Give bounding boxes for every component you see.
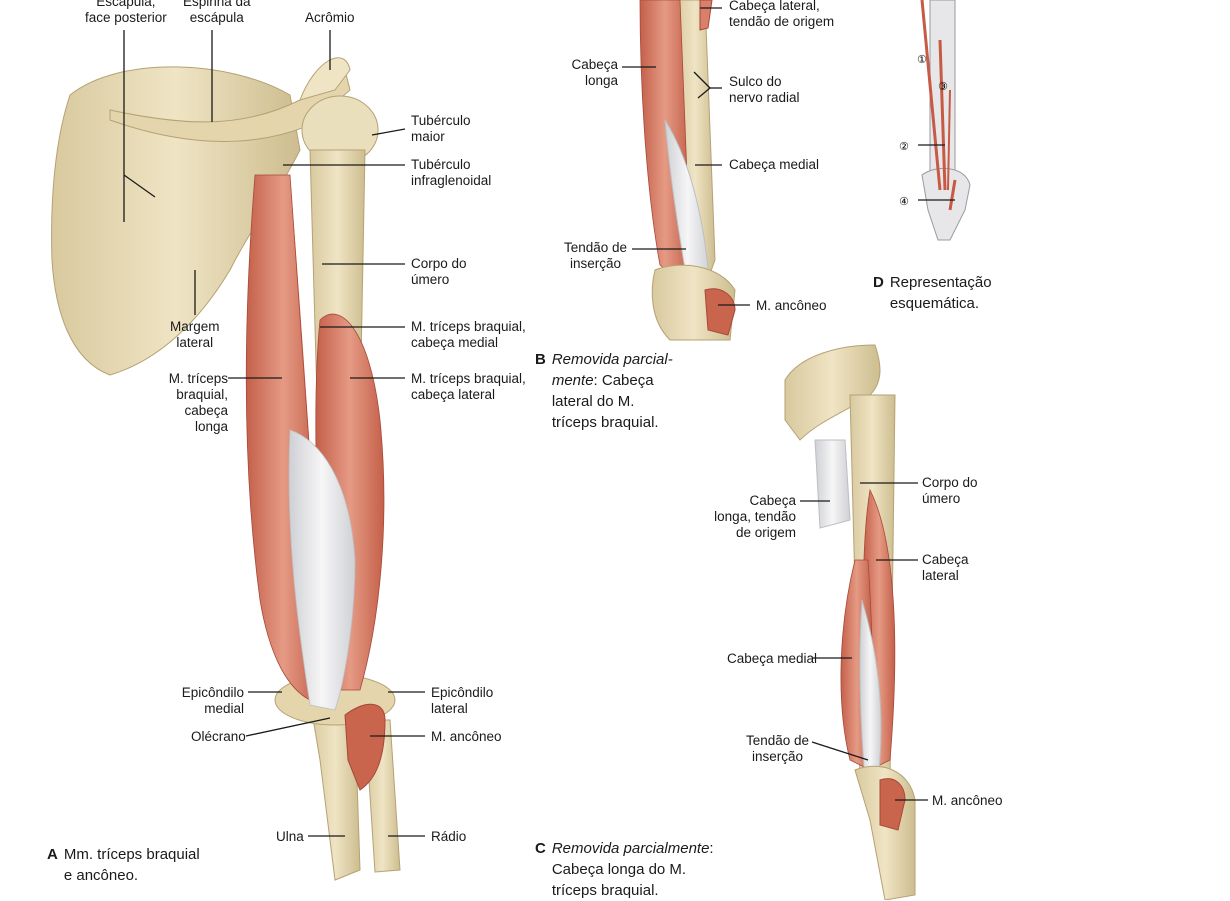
label-escapula-face: Escápula, face posterior: [85, 0, 167, 25]
scapula-c: [784, 344, 881, 441]
label-triceps-lateral: M. tríceps braquial, cabeça lateral: [411, 371, 526, 402]
label-sulco-radial: Sulco do nervo radial: [729, 74, 800, 105]
label-corpo-umero-c: Corpo do úmero: [922, 475, 978, 506]
label-epicondilo-lateral: Epicôndilo lateral: [431, 685, 494, 716]
label-cabeca-lateral-c: Cabeça lateral: [922, 552, 969, 583]
caption-a-text: Mm. tríceps braquial e ancôneo.: [63, 846, 200, 884]
caption-c: C Removida parcialmente: Cabeça longa do…: [535, 838, 714, 901]
caption-c-italic: Removida parcialmente: [551, 840, 710, 857]
caption-c-letter: C: [535, 840, 546, 857]
panel-a-figure: [51, 57, 401, 881]
marker-2: ②: [899, 140, 909, 153]
marker-4: ④: [899, 195, 909, 208]
label-radio: Rádio: [431, 829, 467, 844]
label-espinha: Espinha da escápula: [183, 0, 251, 25]
label-anconeo-a: M. ancôneo: [431, 729, 502, 744]
lateral-origin-b: [699, 0, 713, 31]
long-head-stump-c: [814, 439, 851, 529]
panel-b-figure: [639, 0, 736, 341]
caption-d-letter: D: [873, 274, 884, 291]
leader-lines: [123, 7, 955, 837]
label-triceps-medial: M. tríceps braquial, cabeça medial: [411, 319, 526, 350]
scapula: [51, 66, 301, 376]
panel-c-figure: [784, 344, 916, 900]
anconeus-a: [344, 703, 386, 791]
label-anconeo-c: M. ancôneo: [932, 793, 1003, 808]
label-cabeca-longa-b: Cabeça longa: [571, 57, 618, 88]
caption-a: A Mm. tríceps braquial e ancôneo.: [47, 844, 200, 886]
caption-a-letter: A: [47, 846, 58, 863]
label-cabeca-medial-b: Cabeça medial: [729, 157, 820, 172]
label-triceps-longa: M. tríceps braquial, cabeça longa: [168, 371, 228, 434]
label-tuberculo-infraglenoidal: Tubérculo infraglenoidal: [411, 157, 492, 188]
caption-c-rest: : Cabeça longa do M. tríceps braquial.: [551, 840, 714, 899]
acromion: [299, 57, 351, 101]
marker-3: ③: [938, 80, 948, 93]
label-acromio: Acrômio: [305, 10, 355, 25]
label-margem-lateral: Margem lateral: [170, 319, 220, 350]
anconeus-b: [704, 288, 736, 336]
label-corpo-umero-a: Corpo do úmero: [411, 256, 467, 287]
label-tendao-insercao-c: Tendão de inserção: [746, 733, 810, 764]
caption-d-text: Representação esquemática.: [889, 274, 992, 312]
caption-d: D Representação esquemática.: [873, 272, 992, 314]
scapular-spine: [109, 69, 351, 142]
caption-b: B Removida parcial- mente: Cabeça latera…: [535, 349, 673, 433]
triceps-tendon: [288, 429, 356, 711]
label-tuberculo-maior: Tubérculo maior: [411, 113, 471, 144]
panel-d-figure: [920, 0, 971, 241]
caption-b-text: Removida parcial- mente: Cabeça lateral …: [552, 349, 673, 433]
line-4-d: [948, 179, 957, 211]
elbow-d: [921, 167, 971, 241]
label-tendao-insercao-b: Tendão de inserção: [564, 240, 628, 271]
line-1-d: [920, 0, 942, 191]
caption-b-italic: Removida parcial- mente: [551, 351, 673, 389]
label-olecrano: Olécrano: [191, 729, 246, 744]
label-cabeca-lateral-origem: Cabeça lateral, tendão de origem: [729, 0, 835, 29]
caption-b-rest: : Cabeça lateral do M. tríceps braquial.: [551, 372, 659, 431]
anconeus-c: [879, 778, 906, 831]
line-3-d: [938, 39, 947, 191]
label-epicondilo-medial: Epicôndilo medial: [181, 685, 244, 716]
label-ulna: Ulna: [276, 829, 304, 844]
marker-1: ①: [917, 53, 927, 66]
caption-c-text: Removida parcialmente: Cabeça longa do M…: [552, 838, 714, 901]
label-cabeca-medial-c: Cabeça medial: [727, 651, 818, 666]
label-anconeo-b: M. ancôneo: [756, 298, 827, 313]
label-cabeca-longa-origem: Cabeça longa, tendão de origem: [714, 493, 796, 540]
caption-b-letter: B: [535, 351, 546, 368]
line-2-d: [947, 89, 951, 191]
